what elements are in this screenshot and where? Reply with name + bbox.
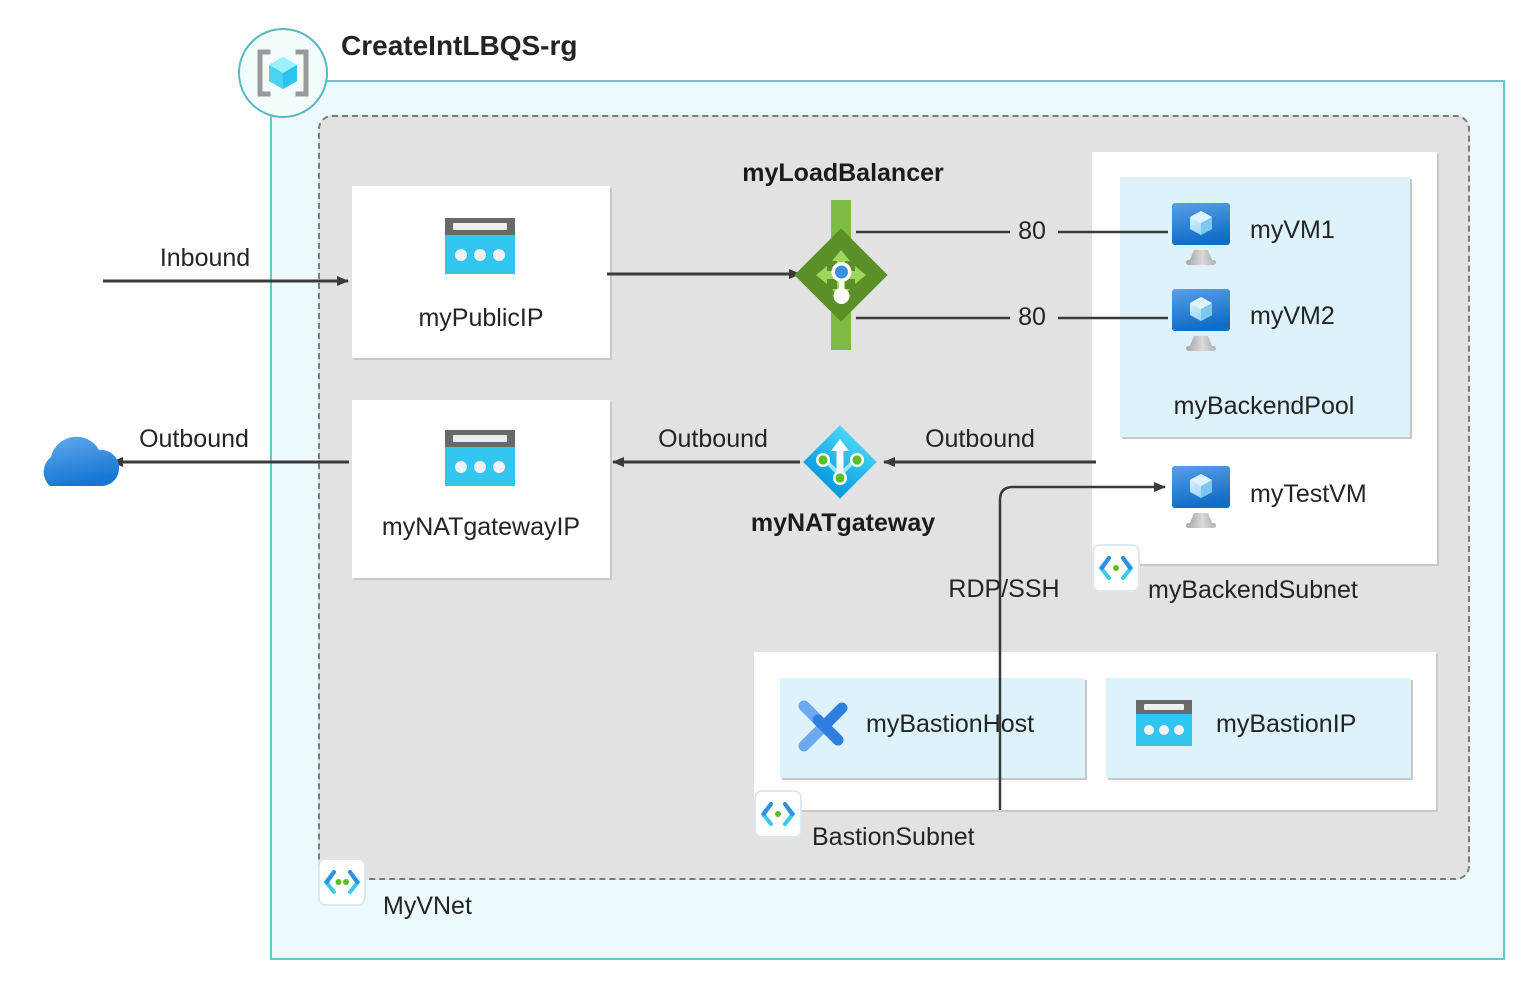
public-ip-label: myPublicIP — [418, 304, 544, 332]
outbound-flow-label: Outbound — [658, 425, 768, 453]
rdp-ssh-flow-label: RDP/SSH — [948, 575, 1060, 603]
backend-subnet-label: myBackendSubnet — [1148, 576, 1358, 604]
nat-gateway-ip-label: myNATgatewayIP — [381, 513, 581, 541]
vnet-label: MyVNet — [383, 892, 472, 920]
backend-pool-container — [1120, 177, 1410, 437]
resource-group-icon — [238, 28, 328, 118]
public-ip-icon — [1136, 700, 1192, 746]
subnet-icon — [1092, 544, 1140, 592]
port-label: 80 — [1018, 217, 1046, 245]
nat-gateway-ip-card[interactable] — [352, 400, 610, 578]
bastion-subnet-label: BastionSubnet — [812, 823, 975, 851]
load-balancer-label: myLoadBalancer — [742, 159, 944, 187]
test-vm-label: myTestVM — [1250, 480, 1367, 508]
bastion-host-label: myBastionHost — [866, 710, 1035, 738]
outbound-flow-label: Outbound — [139, 425, 249, 453]
subnet-icon — [754, 790, 802, 838]
page-title: CreateIntLBQS-rg — [341, 30, 578, 61]
nat-gateway-label: myNATgateway — [750, 509, 936, 537]
backend-pool-label: myBackendPool — [1173, 392, 1355, 420]
outbound-flow-label: Outbound — [925, 425, 1035, 453]
bastion-ip-label: myBastionIP — [1216, 710, 1357, 738]
vm2-label: myVM2 — [1250, 302, 1335, 330]
vm1-label: myVM1 — [1250, 216, 1335, 244]
public-ip-icon — [445, 430, 515, 486]
virtual-network-icon — [318, 858, 366, 906]
cloud-icon — [43, 436, 120, 486]
port-label: 80 — [1018, 303, 1046, 331]
inbound-flow-label: Inbound — [159, 244, 251, 272]
public-ip-icon — [445, 218, 515, 274]
